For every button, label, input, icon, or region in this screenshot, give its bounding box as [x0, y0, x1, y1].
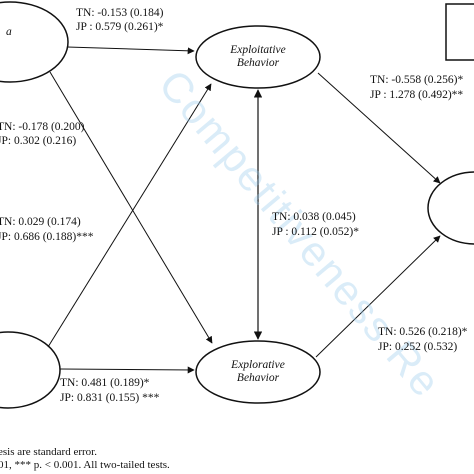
- explorative-node: [195, 340, 321, 404]
- exploitative-right-tn: TN: -0.558 (0.256)*: [370, 74, 464, 86]
- top-right-box: [445, 3, 474, 61]
- tl-exploitative-jp: JP : 0.579 (0.261)*: [76, 21, 164, 33]
- bl-explorative-tn: TN: 0.481 (0.189)*: [60, 377, 150, 389]
- right-outcome-node: [427, 171, 474, 245]
- footnote-standard-error: esis are standard error.: [0, 446, 97, 458]
- tl-explorative-jp: JP: 0.302 (0.216): [0, 135, 77, 147]
- bl-explorative-jp: JP: 0.831 (0.155) ***: [60, 392, 160, 404]
- bottom-left-construct: [0, 331, 61, 409]
- top-left-construct-label: a: [6, 26, 12, 38]
- explorative-right-tn: TN: 0.526 (0.218)*: [378, 326, 468, 338]
- arrow-tl-to-explorative: [49, 71, 213, 344]
- exploitative-right-jp: JP : 1.278 (0.492)**: [370, 89, 464, 101]
- exploitative-label: Exploitative Behavior: [230, 44, 286, 69]
- exploit-explor-tn: TN: 0.038 (0.045): [272, 211, 356, 223]
- arrow-bl-to-explorative: [59, 366, 195, 374]
- exploit-explor-jp: JP : 0.112 (0.052)*: [272, 226, 359, 238]
- arrow-bl-to-exploitative: [47, 83, 212, 348]
- arrow-exploitative-to-right: [317, 72, 441, 184]
- footnote-significance: 01, *** p. < 0.001. All two-tailed tests…: [0, 459, 170, 471]
- explorative-label: Explorative Behavior: [231, 359, 285, 384]
- bl-exploitative-jp: JP: 0.686 (0.188)***: [0, 231, 94, 243]
- explorative-right-jp: JP: 0.252 (0.532): [378, 341, 458, 353]
- top-left-construct: [0, 1, 69, 83]
- tl-explorative-tn: TN: -0.178 (0.200): [0, 121, 85, 133]
- bl-exploitative-tn: TN: 0.029 (0.174): [0, 216, 81, 228]
- arrow-explorative-to-right: [315, 235, 441, 358]
- exploitative-node: [195, 25, 321, 89]
- arrow-tl-to-exploitative: [66, 46, 195, 55]
- tl-exploitative-tn: TN: -0.153 (0.184): [76, 7, 164, 19]
